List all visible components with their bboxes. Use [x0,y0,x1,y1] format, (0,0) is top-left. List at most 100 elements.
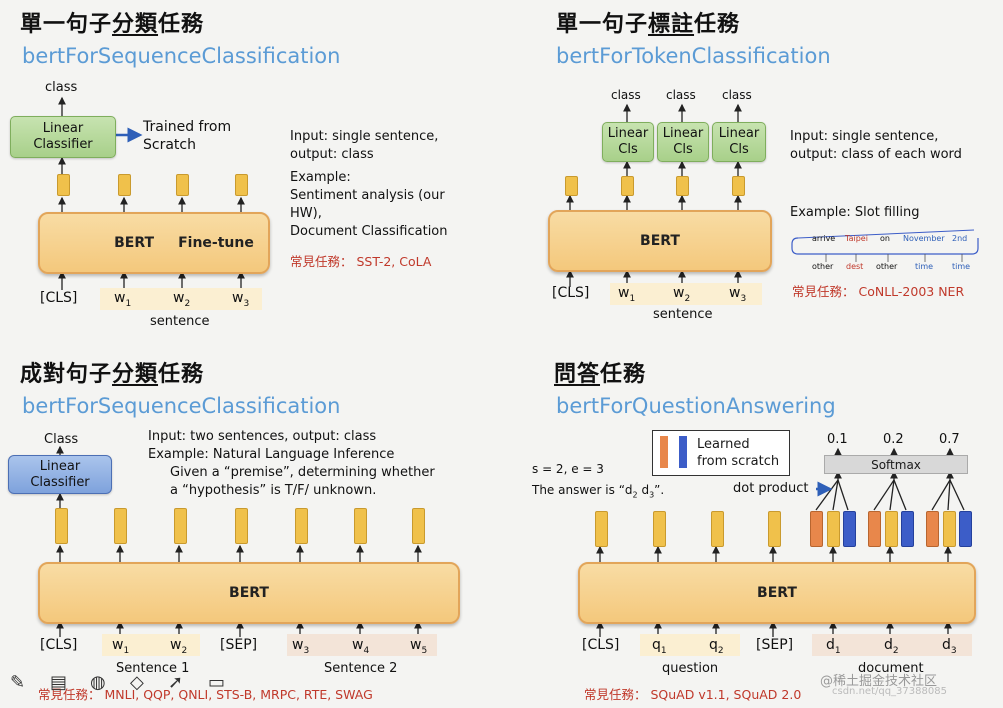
slot-word: 2nd [952,234,968,243]
panel4-output-vector [827,511,840,547]
panel1-token-cls: [CLS] [40,290,78,306]
panel4-output-vector [595,511,608,547]
panel2-description: Input: single sentence, output: class of… [790,129,962,162]
panel4-output-vector [885,511,898,547]
panel2-token-cls: [CLS] [552,285,590,301]
panel3-token-strip-2 [287,634,437,656]
legend-blue-swatch [679,436,687,468]
panel1-description: Input: single sentence, output: class Ex… [290,129,448,239]
panel4-prob: 0.2 [883,432,904,447]
panel4-answer: The answer is “d2 d3”. [532,483,665,500]
panel3-class-label: Class [44,432,79,447]
panel4-token-d2: d2 [884,637,899,656]
panel1-output-vector [57,174,70,196]
slot-word: on [880,234,890,243]
panel2-subheading: bertForTokenClassification [556,44,831,68]
panel1-finetune-label: Fine-tune [178,235,254,251]
slot-tag: other [876,262,898,271]
panel3-output-vector [235,508,248,544]
pen-icon[interactable]: ✎ [10,672,26,693]
panel4-start-end: s = 2, e = 3 [532,462,604,476]
panel2-sentence-label: sentence [653,307,713,322]
panel4-start-vector [868,511,881,547]
slot-tag: time [952,262,971,271]
panel3-token-w4: w4 [352,637,370,656]
panel2-heading: 單一句子標註任務 [556,12,741,37]
panel2-class-label: class [722,88,752,102]
watermark-url: csdn.net/qq_37388085 [832,686,947,697]
panel4-subheading: bertForQuestionAnswering [556,394,836,418]
panel2-output-vector [676,176,689,196]
notebook-icon[interactable]: ▤ [50,672,68,693]
panel3-token-w3: w3 [292,637,310,656]
palette-icon[interactable]: ◍ [90,672,106,693]
panel3-description: Input: two sentences, output: class Exam… [148,429,435,498]
panel4-token-q1: q1 [652,637,667,656]
panel1-output-vector [176,174,189,196]
slot-tag: time [915,262,934,271]
panel2-common-tasks: 常見任務： CoNLL-2003 NER [792,284,965,299]
panel3-output-vector [55,508,68,544]
slot-tag: dest [846,262,864,271]
panel1-token-w2: w2 [173,290,191,309]
panel4-token-d3: d3 [942,637,957,656]
slot-word: arrive [812,234,836,243]
panel4-dot-product-label: dot product [733,481,809,496]
panel2-output-vector [621,176,634,196]
panel1-subheading: bertForSequenceClassification [22,44,341,68]
panel3-output-vector [114,508,127,544]
camera-icon[interactable]: ▭ [208,672,226,693]
panel3-token-strip-1 [102,634,200,656]
panel4-token-cls: [CLS] [582,637,620,653]
panel1-common-tasks: 常見任務： SST-2, CoLA [290,254,432,269]
panel3-output-vector [412,508,425,544]
panel4-prob: 0.1 [827,432,848,447]
panel2-class-label: class [666,88,696,102]
panel3-sentence1-label: Sentence 1 [116,661,190,676]
eraser-icon[interactable]: ◇ [130,672,144,693]
slot-word: Taipei [845,234,868,243]
panel3-subheading: bertForSequenceClassification [22,394,341,418]
pointer-icon[interactable]: ➚ [168,672,184,693]
panel4-end-vector [901,511,914,547]
panel3-token-w2: w2 [170,637,188,656]
slot-tag: other [812,262,834,271]
panel1-output-vector [118,174,131,196]
panel2-token-strip [610,283,762,305]
panel1-token-w3: w3 [232,290,250,309]
panel2-bert-box: BERT [548,210,772,272]
panel4-heading: 問答任務 [554,362,647,387]
panel1-sentence-label: sentence [150,314,210,329]
panel1-class-label: class [45,80,78,95]
panel2-token-w2: w2 [673,285,691,304]
panel4-common-tasks: 常見任務： SQuAD v1.1, SQuAD 2.0 [584,687,802,702]
panel3-token-cls: [CLS] [40,637,78,653]
panel1-token-w1: w1 [114,290,132,309]
panel4-output-vector [653,511,666,547]
panel3-output-vector [174,508,187,544]
panel4-question-label: question [662,661,719,676]
panel4-start-vector [810,511,823,547]
panel4-document-strip [812,634,972,656]
panel2-output-vector [565,176,578,196]
panel2-token-w3: w3 [729,285,747,304]
watermark: @稀土掘金技术社区 [820,674,938,689]
panel2-example: Example: Slot filling [790,205,920,220]
panel4-bert-box: BERT [578,562,976,624]
panel4-token-sep: [SEP] [756,637,794,653]
panel3-token-w1: w1 [112,637,130,656]
panel4-document-label: document [858,661,924,676]
slot-word: November [903,234,945,243]
panel3-bert-box: BERT [38,562,460,624]
legend-orange-swatch [660,436,668,468]
panel4-softmax: Softmax [824,455,968,474]
